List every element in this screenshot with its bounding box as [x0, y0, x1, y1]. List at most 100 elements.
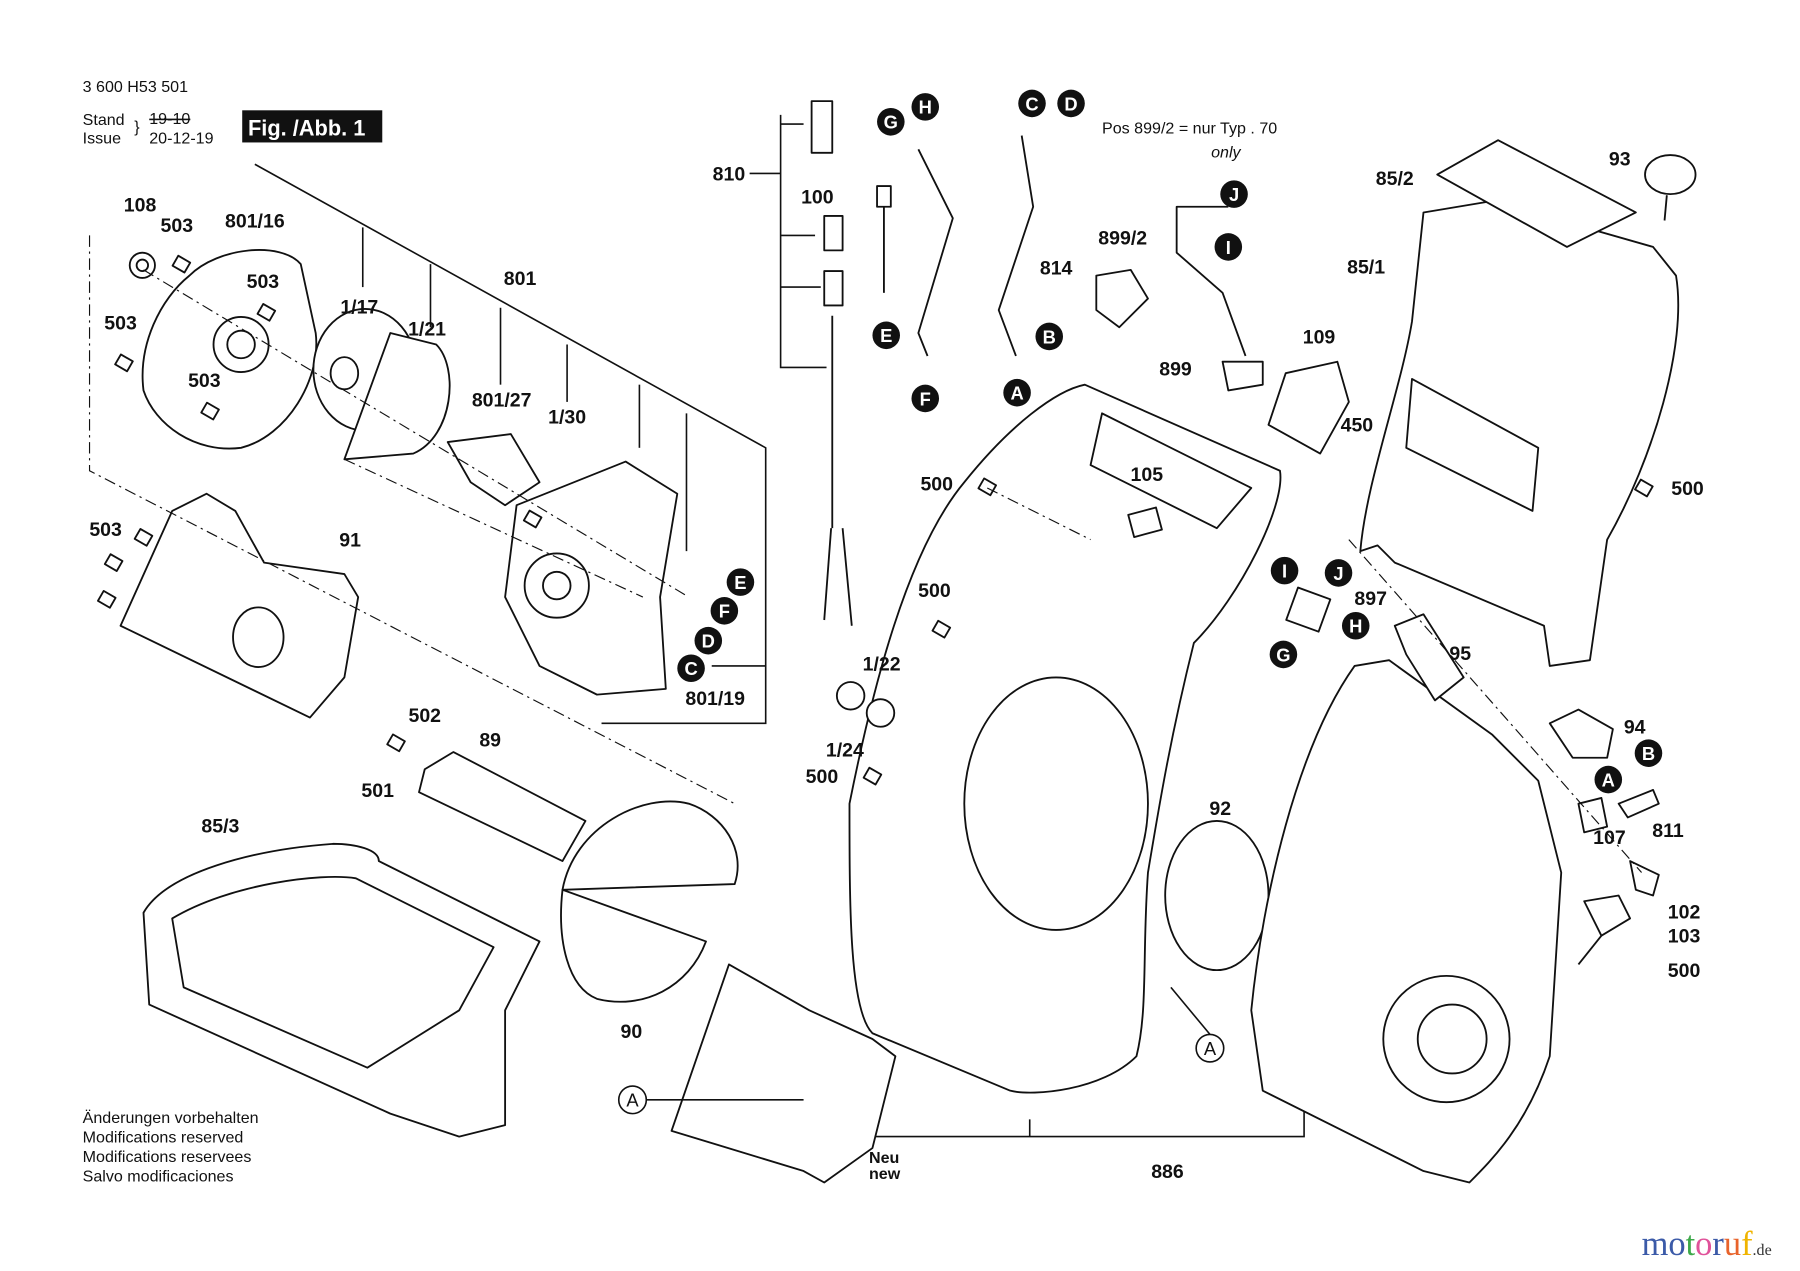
part-label-89: 89 — [479, 729, 501, 751]
letter-marker-A: A — [1594, 765, 1623, 794]
svg-text:D: D — [1064, 93, 1077, 114]
part-label-1-17: 1/17 — [340, 296, 378, 318]
part-label-92: 92 — [1209, 798, 1231, 820]
part-label-500: 500 — [806, 766, 839, 788]
footer-line: Modifications reserved — [83, 1128, 244, 1146]
motoruf-logo: motoruf.de — [1642, 1225, 1772, 1263]
screw — [1634, 478, 1654, 498]
reference-marker: A — [1195, 1033, 1225, 1063]
screw — [931, 619, 952, 639]
letter-marker-B: B — [1035, 322, 1064, 351]
part-label-95: 95 — [1449, 643, 1471, 665]
part-label-503: 503 — [188, 370, 221, 392]
part-label-500: 500 — [1668, 960, 1701, 982]
stand-date: 19-10 — [149, 110, 190, 128]
svg-text:I: I — [1226, 237, 1231, 258]
screw — [114, 353, 134, 373]
part-label-500: 500 — [1671, 478, 1704, 500]
screw — [200, 401, 220, 421]
letter-marker-F: F — [710, 597, 739, 625]
letter-marker-I: I — [1270, 556, 1299, 585]
part-label-108: 108 — [124, 194, 157, 216]
issue-date: 20-12-19 — [149, 130, 213, 148]
part-label-102: 102 — [1668, 901, 1701, 923]
letter-marker-A: A — [1003, 378, 1031, 407]
screw — [256, 303, 277, 322]
footer-line: Salvo modificaciones — [83, 1167, 234, 1185]
svg-text:H: H — [1349, 616, 1362, 637]
note-line1: Pos 899/2 = nur Typ . 70 — [1102, 119, 1277, 137]
drawing-number: 3 600 H53 501 — [83, 78, 188, 96]
letter-marker-E: E — [726, 568, 755, 596]
part-label-105: 105 — [1131, 464, 1164, 486]
brace: } — [134, 118, 140, 136]
svg-text:J: J — [1229, 184, 1239, 205]
letter-marker-G: G — [1269, 640, 1298, 669]
screw — [386, 733, 406, 753]
part-label-801-16: 801/16 — [225, 210, 285, 232]
svg-text:E: E — [880, 325, 892, 346]
part-label-801: 801 — [504, 268, 537, 290]
svg-text:G: G — [884, 112, 898, 133]
svg-text:A: A — [1602, 769, 1615, 790]
part-label-85-1: 85/1 — [1347, 256, 1385, 278]
new-marker-line2: new — [869, 1165, 901, 1183]
screw — [133, 528, 154, 547]
footer-line: Änderungen vorbehalten — [83, 1109, 259, 1127]
part-label-100: 100 — [801, 186, 834, 208]
part-label-886: 886 — [1151, 1161, 1184, 1183]
part-label-90: 90 — [621, 1021, 643, 1043]
letter-marker-B: B — [1634, 739, 1663, 767]
svg-text:A: A — [1204, 1038, 1217, 1059]
figure-label: Fig. /Abb. 1 — [248, 116, 365, 141]
part-label-899-2: 899/2 — [1098, 228, 1147, 250]
part-label-1-21: 1/21 — [408, 318, 446, 340]
part-label-503: 503 — [247, 271, 280, 293]
footer-line: Modifications reservees — [83, 1148, 252, 1166]
part-label-93: 93 — [1609, 148, 1631, 170]
part-label-94: 94 — [1624, 717, 1646, 739]
part-label-811: 811 — [1652, 820, 1684, 842]
part-label-450: 450 — [1341, 415, 1374, 437]
part-label-502: 502 — [408, 705, 441, 727]
svg-text:B: B — [1642, 743, 1655, 764]
letter-marker-C: C — [677, 654, 705, 682]
part-label-1-24: 1/24 — [826, 740, 864, 762]
issue-label: Issue — [83, 130, 121, 148]
screw — [862, 766, 883, 786]
svg-text:A: A — [1010, 383, 1023, 404]
part-shapes — [88, 100, 1697, 1184]
letter-marker-I: I — [1214, 233, 1243, 261]
part-label-107: 107 — [1593, 827, 1626, 849]
part-label-103: 103 — [1668, 926, 1701, 948]
part-label-500: 500 — [920, 473, 953, 495]
screw — [522, 509, 543, 529]
letter-marker-D: D — [1057, 89, 1085, 118]
screw — [103, 553, 124, 572]
part-label-1-22: 1/22 — [863, 654, 901, 676]
part-label-801-19: 801/19 — [685, 688, 745, 710]
letter-marker-H: H — [911, 93, 940, 121]
part-label-897: 897 — [1354, 588, 1387, 610]
screw — [171, 254, 192, 274]
part-label-503: 503 — [104, 313, 137, 335]
reference-markers: AA — [617, 986, 1225, 1115]
svg-text:E: E — [734, 572, 746, 593]
svg-text:D: D — [702, 631, 715, 652]
svg-text:J: J — [1333, 563, 1343, 584]
part-label-814: 814 — [1040, 257, 1073, 279]
letter-marker-J: J — [1220, 180, 1248, 208]
svg-text:A: A — [626, 1090, 639, 1111]
svg-text:I: I — [1282, 561, 1287, 582]
part-label-85-2: 85/2 — [1376, 168, 1414, 190]
svg-text:G: G — [1276, 644, 1290, 665]
svg-text:motoruf.de: motoruf.de — [1642, 1225, 1772, 1263]
new-marker-line1: Neu — [869, 1149, 899, 1167]
svg-text:F: F — [719, 601, 730, 622]
part-label-801-27: 801/27 — [472, 389, 532, 411]
part-label-501: 501 — [361, 780, 394, 802]
part-label-85-3: 85/3 — [201, 815, 239, 837]
svg-text:C: C — [684, 658, 697, 679]
